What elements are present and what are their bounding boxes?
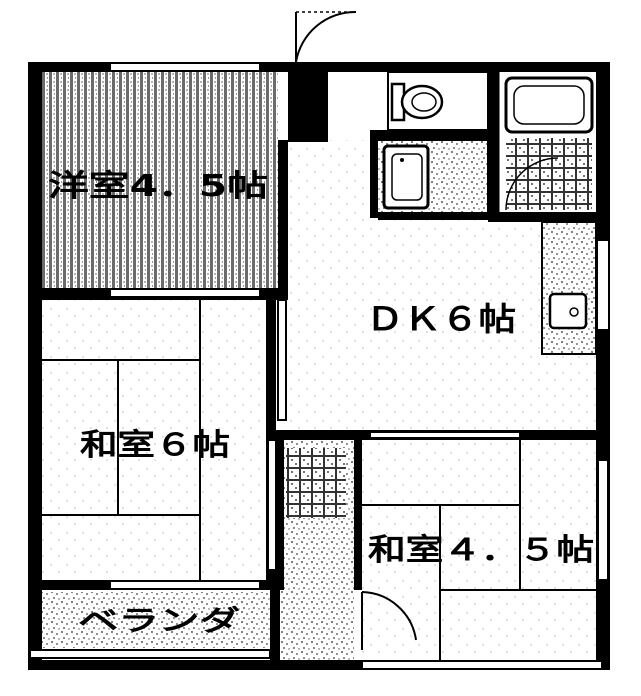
veranda-label: ベランダ [78, 604, 240, 637]
room-western [42, 72, 278, 290]
washbasin-icon [382, 144, 430, 210]
japanese-room-6-label: 和室６帖 [80, 428, 230, 463]
room-door-icon [361, 591, 417, 650]
kitchen-counter [541, 221, 597, 355]
windows [29, 62, 610, 670]
dk-label: ＤＫ６帖 [366, 300, 516, 338]
toilet-icon [390, 82, 444, 122]
bathroom [496, 68, 600, 218]
toilet-room [387, 71, 489, 131]
bath-floor-tiles [506, 138, 592, 210]
bathtub-icon [504, 76, 594, 134]
closet [278, 440, 354, 660]
kitchen-sink-icon [548, 292, 588, 330]
washroom [375, 139, 489, 217]
room-japanese-6 [42, 300, 276, 582]
entrance-door-icon [295, 10, 357, 63]
room-japanese-45 [360, 440, 598, 662]
veranda [42, 592, 270, 648]
western-room-label: 洋室4．5帖 [48, 169, 268, 204]
japanese-room-45-label: 和室４．５帖 [368, 533, 594, 568]
sliding-doors [267, 299, 521, 571]
